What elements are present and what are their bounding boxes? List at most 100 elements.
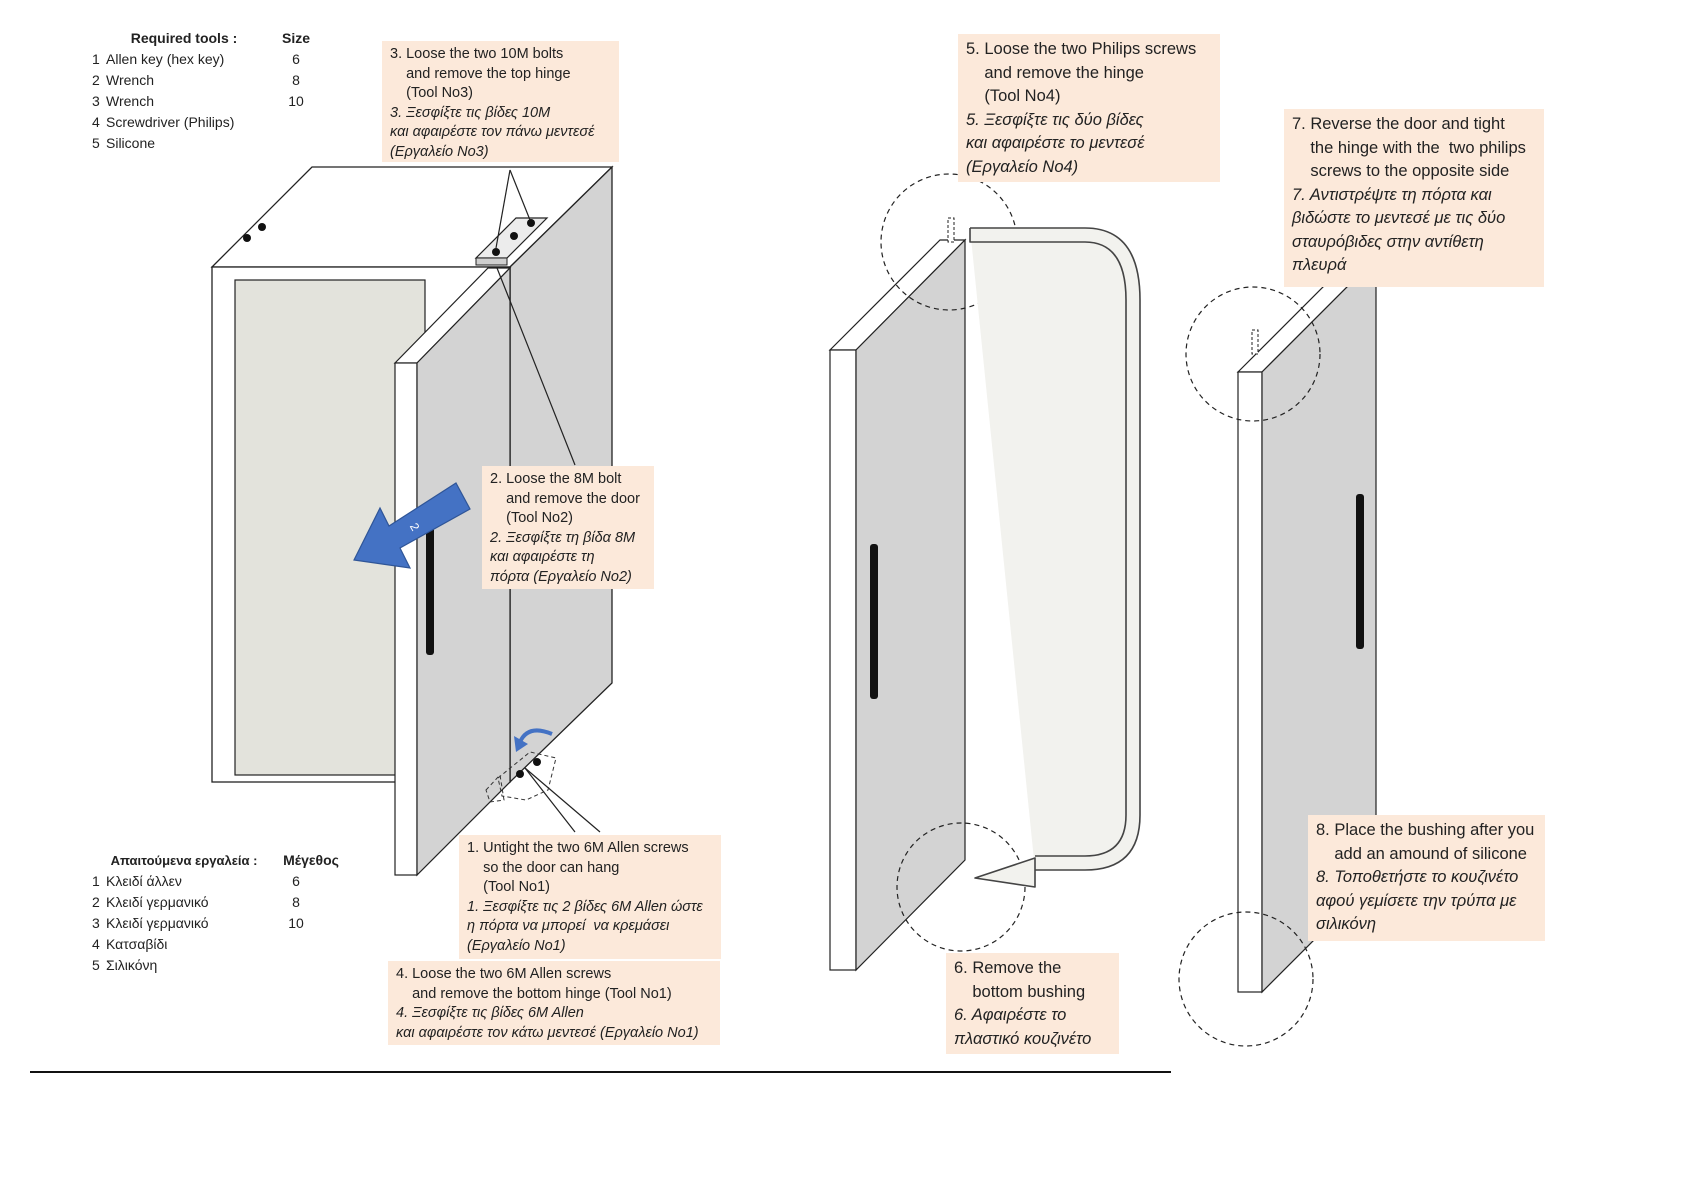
removed-door-pin	[947, 217, 955, 243]
top-hinge	[474, 217, 549, 266]
tool-size	[276, 934, 316, 955]
reversed-door-edge	[1237, 371, 1263, 993]
top-hinge-bolt	[492, 248, 500, 256]
step-3-en: 3. Loose the two 10M bolts and remove th…	[390, 46, 571, 101]
open-door	[393, 266, 512, 877]
tools-header-size: Size	[281, 30, 310, 46]
u-turn-arrow-icon	[969, 227, 1141, 888]
step-8-en: 8. Place the bushing after you add an am…	[1316, 821, 1535, 863]
door-handle	[426, 525, 434, 655]
step-1-en: 1. Untight the two 6M Allen screws so th…	[467, 840, 689, 895]
step-7-gr: 7. Αντιστρέψτε τη πόρτα και βιδώστε το μ…	[1292, 185, 1506, 275]
tool-size: 10	[288, 93, 304, 109]
bottom-detail-circle	[896, 822, 1026, 952]
tool-size: 6	[292, 51, 300, 67]
step-5-en: 5. Loose the two Philips screws and remo…	[966, 40, 1197, 105]
door-edge	[394, 362, 418, 876]
tool-name: Σιλικόνη	[106, 957, 158, 973]
tool-name: Κατσαβίδι	[106, 936, 168, 952]
tool-num: 2	[92, 894, 100, 910]
tools-table-gr: Απαιτούμενα εργαλεία : Μέγεθος 1 Κλειδί ά…	[92, 850, 346, 976]
remove-door-arrow: 2	[353, 482, 471, 569]
tool-name: Silicone	[106, 135, 156, 151]
cabinet-top-screw	[243, 234, 251, 242]
step-6-en: 6. Remove the bottom bushing	[954, 959, 1086, 1001]
tool-row: 4 Screwdriver (Philips)	[92, 112, 316, 133]
reversed-top-circle	[1185, 286, 1321, 422]
door-panel	[416, 266, 511, 877]
bottom-hinge-screw	[516, 770, 524, 778]
tool-row: 2 Wrench 8	[92, 70, 316, 91]
fridge-cabinet	[210, 165, 614, 784]
step-8-gr: 8. Τοποθετήστε το κουζινέτο αφού γεμίσετ…	[1316, 868, 1519, 933]
tool-num: 4	[92, 936, 100, 952]
step-7-note: 7. Reverse the door and tight the hinge …	[1284, 109, 1544, 287]
step-4-note: 4. Loose the two 6M Allen screws and rem…	[388, 961, 720, 1045]
bottom-divider	[30, 1071, 1171, 1073]
step-1-gr: 1. Ξεσφίξτε τις 2 βίδες 6M Allen ώστε η …	[467, 898, 703, 954]
tool-num: 5	[92, 957, 100, 973]
reversed-bottom-circle	[1178, 911, 1314, 1047]
tool-row: 4 Κατσαβίδι	[92, 934, 346, 955]
tool-name: Screwdriver (Philips)	[106, 114, 235, 130]
step-2-gr: 2. Ξεσφίξτε τη βίδα 8M και αφαιρέστε τη …	[490, 529, 636, 585]
bottom-hinge-dashed	[497, 751, 557, 801]
tool-size: 6	[292, 873, 300, 889]
step-5-note: 5. Loose the two Philips screws and remo…	[958, 34, 1220, 182]
tool-name: Allen key (hex key)	[106, 51, 225, 67]
tools-header-name: Απαιτούμενα εργαλεία :	[110, 853, 258, 868]
tool-name: Wrench	[106, 93, 154, 109]
tool-size: 10	[288, 915, 304, 931]
curved-arrow-head	[514, 736, 528, 752]
reversed-door	[1178, 256, 1378, 1047]
tool-size: 8	[292, 894, 300, 910]
tool-num: 3	[92, 93, 100, 109]
tool-size: 8	[292, 72, 300, 88]
bottom-hinge-screw	[533, 758, 541, 766]
step-2-en: 2. Loose the 8M bolt and remove the door…	[490, 471, 640, 526]
tool-name: Κλειδί γερμανικό	[106, 915, 209, 931]
step-4-gr: 4. Ξεσφίξτε τις βίδες 6M Allen και αφαιρ…	[396, 1005, 699, 1041]
tool-row: 5 Σιλικόνη	[92, 955, 346, 976]
step-3-note: 3. Loose the two 10M bolts and remove th…	[382, 41, 619, 162]
bottom-hinge	[485, 728, 557, 803]
tools-header-size: Μέγεθος	[283, 852, 339, 868]
removed-door-handle	[870, 544, 878, 699]
step-3-gr: 3. Ξεσφίξτε τις βίδες 10M και αφαιρέστε …	[390, 104, 595, 160]
reversed-door-handle	[1356, 494, 1364, 649]
tool-row: 3 Wrench 10	[92, 91, 316, 112]
step-8-note: 8. Place the bushing after you add an am…	[1308, 815, 1545, 941]
tool-num: 5	[92, 135, 100, 151]
tool-num: 4	[92, 114, 100, 130]
tool-row: 1 Allen key (hex key) 6	[92, 49, 316, 70]
tool-num: 1	[92, 51, 100, 67]
tool-num: 2	[92, 72, 100, 88]
removed-door	[828, 173, 1026, 972]
step-2-note: 2. Loose the 8M bolt and remove the door…	[482, 466, 654, 589]
top-hinge-bolt	[510, 232, 518, 240]
tool-num: 1	[92, 873, 100, 889]
step-4-en: 4. Loose the two 6M Allen screws and rem…	[396, 966, 672, 1002]
tool-size	[276, 112, 316, 133]
tool-name: Κλειδί άλλεν	[106, 873, 182, 889]
curved-arrow-icon	[518, 728, 553, 743]
tools-table-en: Required tools : Size 1 Allen key (hex ke…	[92, 28, 316, 154]
tool-row: 5 Silicone	[92, 133, 316, 154]
reverse-arrow	[969, 227, 1141, 888]
step-6-gr: 6. Αφαιρέστε το πλαστικό κουζινέτο	[954, 1006, 1092, 1048]
tool-name: Wrench	[106, 72, 154, 88]
reversed-door-pin	[1251, 329, 1259, 355]
step-1-note: 1. Untight the two 6M Allen screws so th…	[459, 835, 721, 959]
step-6-note: 6. Remove the bottom bushing 6. Αφαιρέστ…	[946, 953, 1119, 1054]
removed-door-panel	[855, 238, 966, 972]
bottom-hinge-dashed	[485, 773, 505, 803]
top-hinge-bolt	[527, 219, 535, 227]
top-hinge-front	[475, 257, 508, 266]
tools-header-name: Required tools :	[130, 30, 238, 46]
tool-name: Κλειδί γερμανικό	[106, 894, 209, 910]
blue-arrow-icon	[353, 482, 471, 569]
tool-size	[276, 955, 316, 976]
removed-door-edge	[829, 349, 857, 971]
